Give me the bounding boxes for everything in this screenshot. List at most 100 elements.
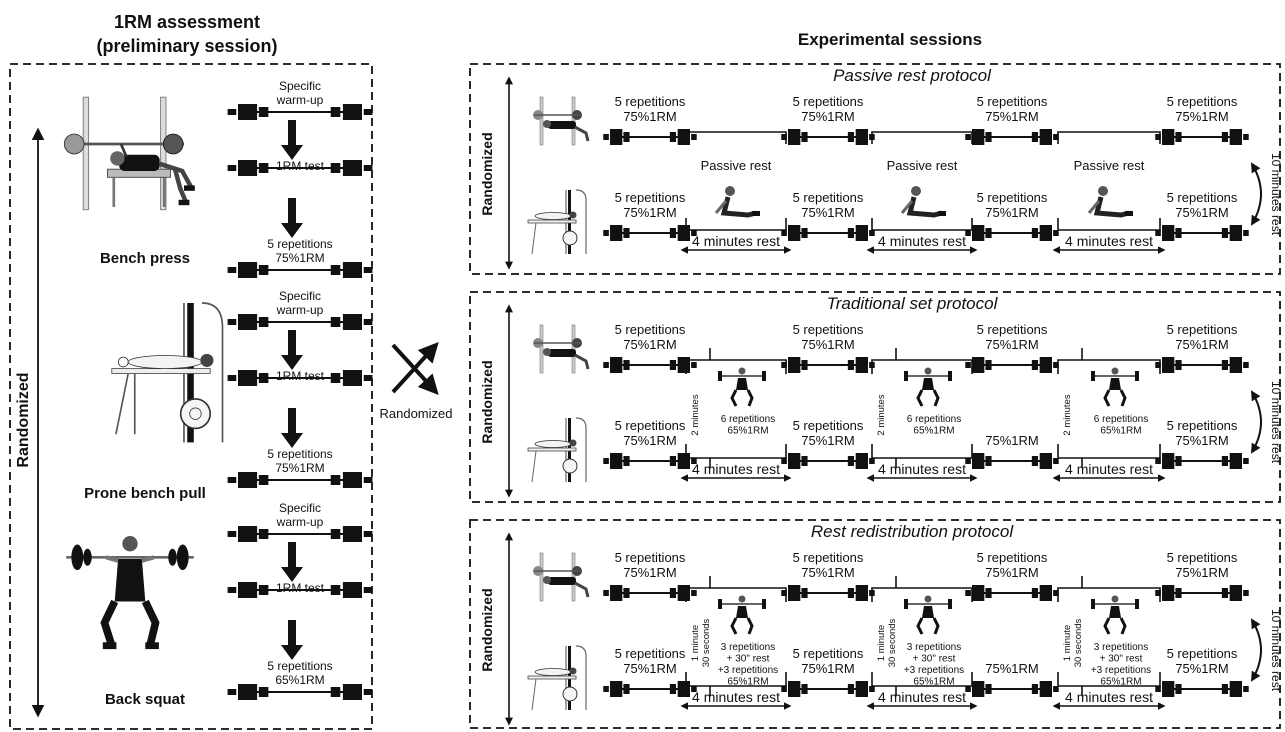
curved-switch-arrow-icon <box>1250 618 1262 682</box>
set-label: 5 repetitions <box>793 190 864 205</box>
prone-bench-pull-figure-icon <box>111 302 224 443</box>
barbell-icon <box>781 225 875 241</box>
left-panel-frame <box>9 63 373 730</box>
interval-set-label: +3 repetitions <box>904 665 964 676</box>
set-label: 5 repetitions <box>793 94 864 109</box>
four-minute-rest-label: 4 minutes rest <box>1065 689 1153 705</box>
cross-randomized-label: Randomized <box>380 406 453 421</box>
curved-switch-arrow-icon <box>1250 162 1262 226</box>
barbell-icon <box>227 582 373 598</box>
step-label-2: warm-up <box>276 515 324 529</box>
barbell-icon <box>227 370 373 386</box>
barbell-icon <box>1155 357 1249 373</box>
set-load-label: 75%1RM <box>1175 661 1228 676</box>
barbell-icon <box>781 357 875 373</box>
barbell-icon <box>1155 129 1249 145</box>
set-load-label: 75%1RM <box>623 661 676 676</box>
set-label: 5 repetitions <box>977 322 1048 337</box>
interval-set-label: 65%1RM <box>727 426 768 437</box>
protocol-randomized-label: Randomized <box>479 588 495 671</box>
set-label: 5 repetitions <box>1167 418 1238 433</box>
interval-set-label: + 30" rest <box>727 654 770 665</box>
barbell-icon <box>965 453 1059 469</box>
barbell-icon <box>781 129 875 145</box>
step-label: 1RM test <box>276 581 325 595</box>
four-minute-rest-label: 4 minutes rest <box>878 689 966 705</box>
set-load-label: 75%1RM <box>801 337 854 352</box>
bench-press-figure-icon <box>63 96 195 211</box>
interval-set-label: 3 repetitions <box>1094 642 1148 653</box>
barbell-icon <box>227 472 373 488</box>
protocol-randomized-label: Randomized <box>479 360 495 443</box>
exercise-name: Back squat <box>105 691 185 708</box>
interval-duration-label: 30 seconds <box>1073 618 1084 667</box>
protocol-title: Rest redistribution protocol <box>811 522 1014 541</box>
set-load-label: 75%1RM <box>623 565 676 580</box>
barbell-icon <box>965 585 1059 601</box>
interval-set-label: 3 repetitions <box>907 642 961 653</box>
set-label: 5 repetitions <box>1167 322 1238 337</box>
barbell-icon <box>965 225 1059 241</box>
interval-set-label: 65%1RM <box>913 426 954 437</box>
set-label: 5 repetitions <box>615 190 686 205</box>
squat-set-figure-icon <box>904 367 952 407</box>
set-label: 5 repetitions <box>1167 550 1238 565</box>
step-label-2: 65%1RM <box>275 673 324 687</box>
bench-press-icon <box>533 552 590 602</box>
back-squat-figure-icon <box>66 536 194 650</box>
set-load-label: 75%1RM <box>623 109 676 124</box>
interval-duration-label: 2 minutes <box>690 394 701 435</box>
set-label: 5 repetitions <box>977 190 1048 205</box>
barbell-icon <box>965 129 1059 145</box>
step-label-2: 75%1RM <box>275 461 324 475</box>
barbell-icon <box>1155 585 1249 601</box>
protocol-frame <box>469 519 1281 729</box>
set-load-label: 75%1RM <box>801 205 854 220</box>
set-load-label: 75%1RM <box>985 661 1038 676</box>
down-arrow-icon <box>281 198 303 238</box>
experimental-sessions-title: Experimental sessions <box>798 30 982 49</box>
four-minute-rest-label: 4 minutes rest <box>1065 461 1153 477</box>
down-arrow-icon <box>281 408 303 448</box>
prone-bench-pull-icon <box>527 417 587 483</box>
interval-set-label: 65%1RM <box>727 677 768 688</box>
set-load-label: 75%1RM <box>1175 565 1228 580</box>
interval-set-label: 3 repetitions <box>721 642 775 653</box>
bench-press-icon <box>533 324 590 374</box>
set-label: 5 repetitions <box>793 646 864 661</box>
interval-duration-label: 1 minute <box>690 625 701 661</box>
seated-rest-figure-icon <box>900 186 946 218</box>
down-arrow-icon <box>281 330 303 370</box>
step-label: 5 repetitions <box>267 447 332 461</box>
curved-switch-arrow-icon <box>1250 390 1262 454</box>
protocol-randomized-label: Randomized <box>479 132 495 215</box>
squat-set-figure-icon <box>904 595 952 635</box>
set-label: 5 repetitions <box>977 550 1048 565</box>
ten-minute-rest-label: 10 minutes rest <box>1269 609 1283 692</box>
down-arrow-icon <box>281 120 303 160</box>
ten-minute-rest-label: 10 minutes rest <box>1269 381 1283 464</box>
protocol-title: Passive rest protocol <box>833 66 992 85</box>
four-minute-rest-label: 4 minutes rest <box>692 233 780 249</box>
set-load-label: 75%1RM <box>985 109 1038 124</box>
barbell-icon <box>603 453 697 469</box>
set-label: 5 repetitions <box>615 418 686 433</box>
bench-press-icon <box>533 96 590 146</box>
set-label: 5 repetitions <box>615 94 686 109</box>
barbell-icon <box>227 526 373 542</box>
set-label: 5 repetitions <box>793 418 864 433</box>
barbell-icon <box>603 129 697 145</box>
seated-rest-figure-icon <box>1087 186 1133 218</box>
barbell-icon <box>603 585 697 601</box>
set-load-label: 75%1RM <box>623 205 676 220</box>
set-load-label: 75%1RM <box>801 661 854 676</box>
set-load-label: 75%1RM <box>623 337 676 352</box>
barbell-icon <box>227 104 373 120</box>
squat-set-figure-icon <box>718 367 766 407</box>
